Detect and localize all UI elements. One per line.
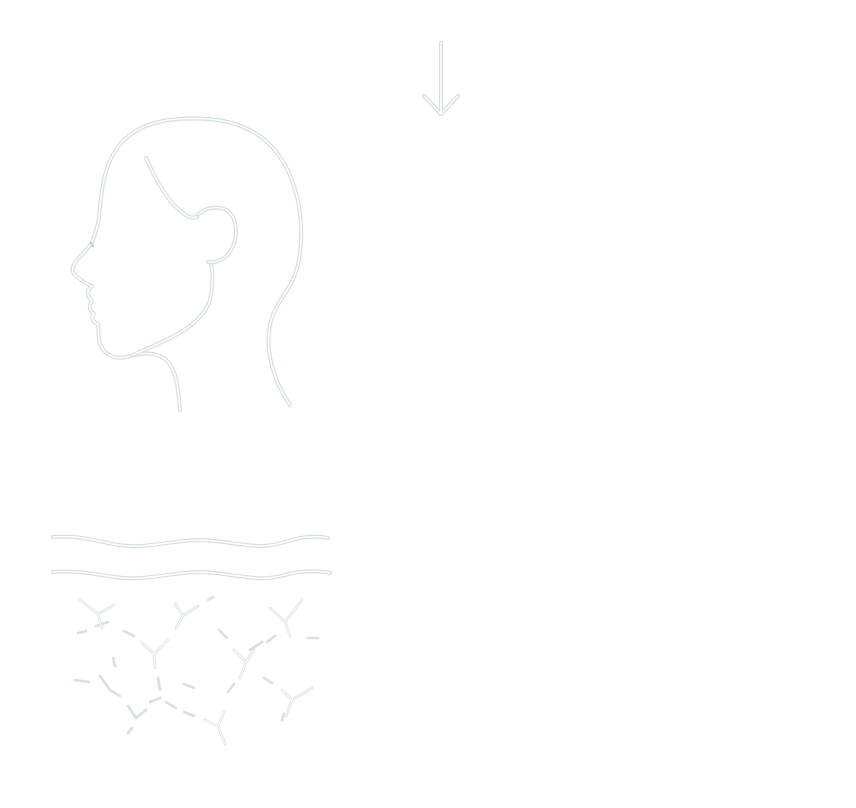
collagen-fibers-highlight (79, 599, 313, 745)
head-outline (70, 116, 304, 412)
skin-surface-lines (51, 534, 332, 581)
arrow-down-outline (422, 41, 460, 116)
